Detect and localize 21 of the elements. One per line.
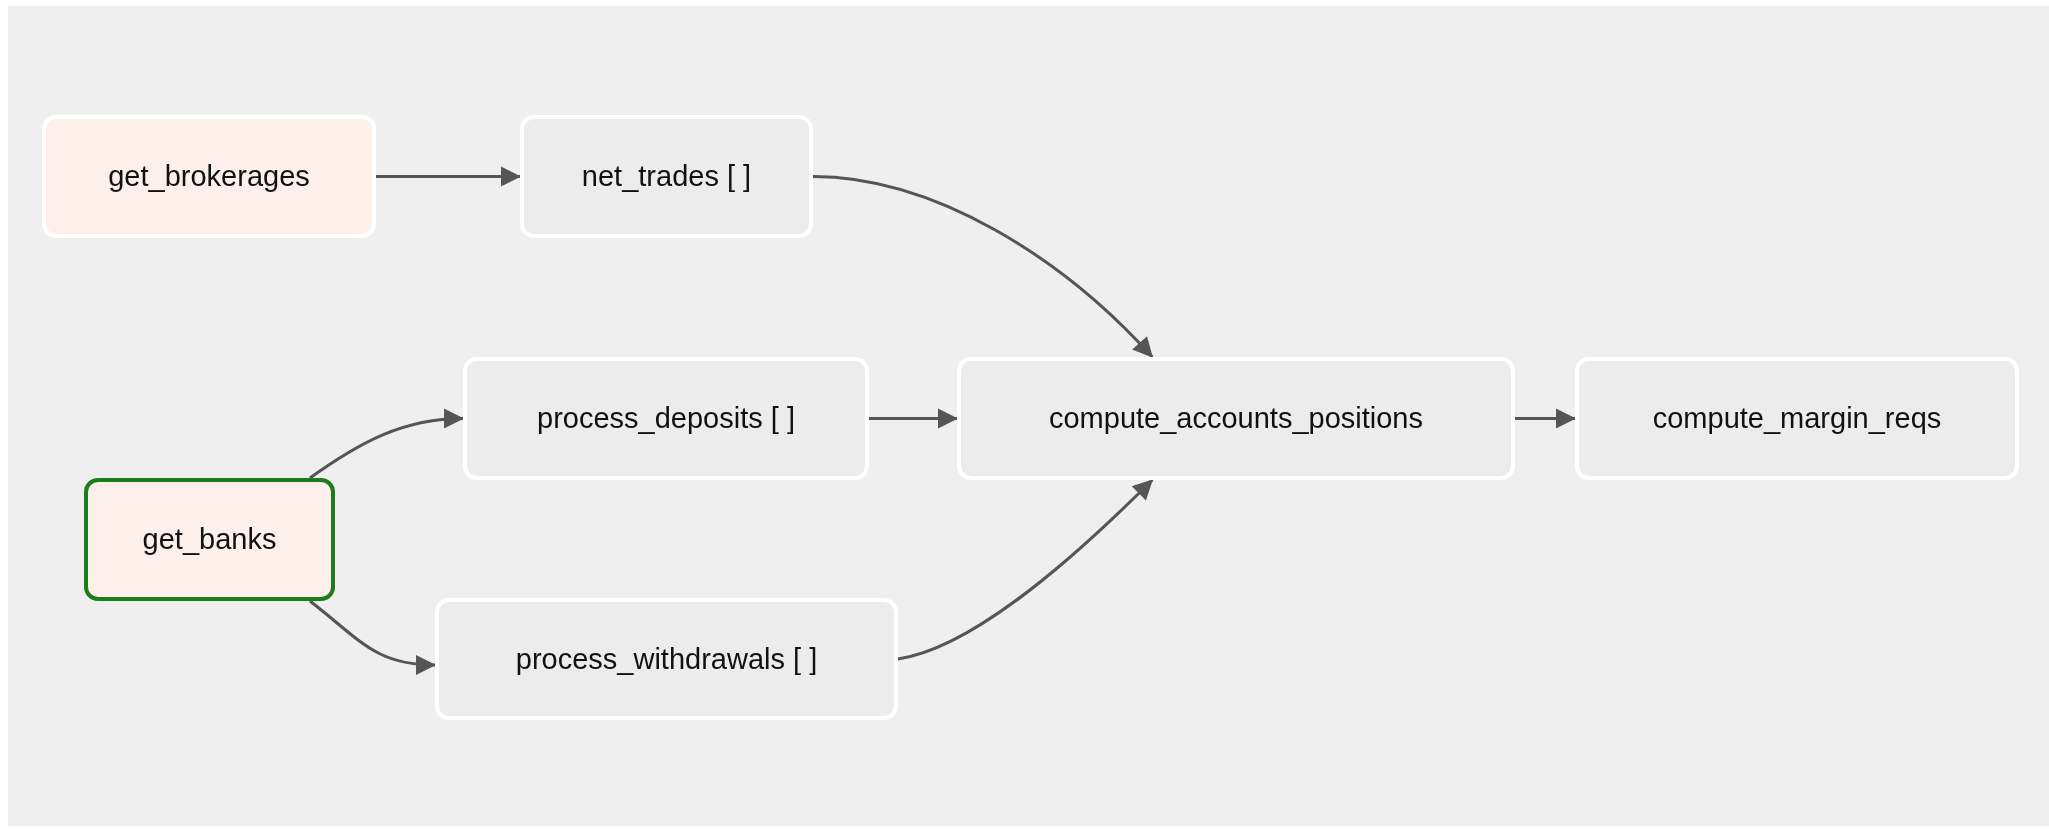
arrow [897, 478, 1154, 661]
task-box [84, 478, 335, 601]
task-box [463, 357, 869, 480]
task-box [957, 357, 1515, 480]
arrow [1515, 408, 1576, 429]
task-label: get_brokerages [108, 160, 310, 193]
arrow [309, 409, 464, 480]
arrow [869, 408, 958, 429]
arrow [376, 166, 521, 187]
task-label: compute_margin_reqs [1652, 402, 1942, 435]
arrow [812, 175, 1154, 359]
task-box [42, 115, 376, 238]
task-box [520, 115, 813, 238]
task-label: process_deposits [ ] [537, 402, 795, 435]
task-label: process_withdrawals [ ] [515, 642, 818, 676]
task-label: compute_accounts_positions [1049, 402, 1423, 435]
task-box [1575, 357, 2019, 480]
task-box [435, 598, 898, 720]
task-label: net_trades [ ] [581, 160, 752, 193]
task-label: get_banks [142, 523, 277, 556]
arrow [308, 599, 436, 675]
